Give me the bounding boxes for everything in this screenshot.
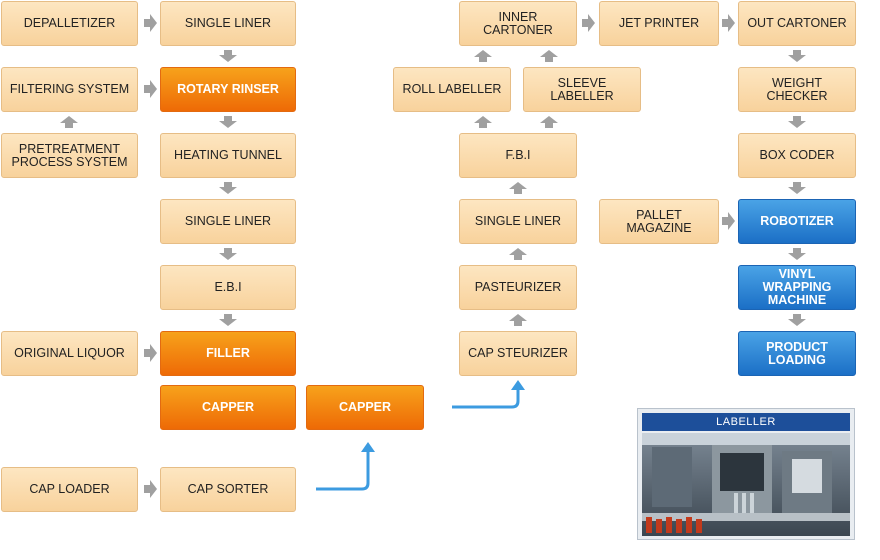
pasteurizer-label: PASTEURIZER <box>474 280 562 294</box>
single-liner-box-1: SINGLE LINER <box>160 1 296 46</box>
arrow-down-icon <box>788 182 806 194</box>
arrow-down-icon <box>219 248 237 260</box>
filtering-system-label: FILTERING SYSTEM <box>9 82 130 96</box>
ebi-label: E.B.I <box>214 280 242 294</box>
pretreatment-box: PRETREATMENT PROCESS SYSTEM <box>1 133 138 178</box>
roll-labeller-box: ROLL LABELLER <box>393 67 511 112</box>
filler-label: FILLER <box>206 346 250 360</box>
cap-sorter-box: CAP SORTER <box>160 467 296 512</box>
arrow-up-icon <box>60 116 78 128</box>
capper-box-2: CAPPER <box>306 385 424 430</box>
arrow-right-icon <box>722 212 735 230</box>
roll-labeller-label: ROLL LABELLER <box>402 82 502 96</box>
vinyl-wrapping-box: VINYL WRAPPING MACHINE <box>738 265 856 310</box>
arrow-down-icon <box>219 314 237 326</box>
arrow-up-icon <box>511 380 525 390</box>
out-cartoner-box: OUT CARTONER <box>738 1 856 46</box>
box-coder-label: BOX CODER <box>759 148 835 162</box>
out-cartoner-label: OUT CARTONER <box>747 16 847 30</box>
capper-label-1: CAPPER <box>201 400 255 414</box>
inner-cartoner-label: INNER CARTONER <box>483 9 553 37</box>
arrow-right-icon <box>144 80 157 98</box>
cap-sorter-label: CAP SORTER <box>187 482 269 496</box>
arrow-right-icon <box>582 14 595 32</box>
original-liquor-box: ORIGINAL LIQUOR <box>1 331 138 376</box>
single-liner-label-2: SINGLE LINER <box>184 214 272 228</box>
fbi-label: F.B.I <box>505 148 531 162</box>
arrow-down-icon <box>788 116 806 128</box>
product-loading-box: PRODUCT LOADING <box>738 331 856 376</box>
arrow-up-icon <box>474 116 492 128</box>
arrow-up-icon <box>509 248 527 260</box>
fbi-box: F.B.I <box>459 133 577 178</box>
cap-loader-box: CAP LOADER <box>1 467 138 512</box>
cap-steurizer-label: CAP STEURIZER <box>468 346 568 360</box>
heating-tunnel-label: HEATING TUNNEL <box>174 148 282 162</box>
jet-printer-label: JET PRINTER <box>618 16 700 30</box>
cap-sorter-to-capper-line <box>316 450 370 491</box>
photo-title: LABELLER <box>642 413 850 431</box>
arrow-down-icon <box>788 50 806 62</box>
single-liner-box-2: SINGLE LINER <box>160 199 296 244</box>
inner-cartoner-box: INNER CARTONER <box>459 1 577 46</box>
cap-steurizer-box: CAP STEURIZER <box>459 331 577 376</box>
vinyl-wrapping-label: VINYL WRAPPING MACHINE <box>762 267 832 307</box>
arrow-right-icon <box>144 344 157 362</box>
arrow-up-icon <box>509 182 527 194</box>
labeller-photo-panel: LABELLER <box>637 408 855 540</box>
original-liquor-label: ORIGINAL LIQUOR <box>14 346 125 360</box>
rotary-rinser-box: ROTARY RINSER <box>160 67 296 112</box>
labeller-machine-image <box>642 433 850 536</box>
product-loading-label: PRODUCT LOADING <box>766 339 828 367</box>
arrow-up-icon <box>474 50 492 62</box>
arrow-right-icon <box>144 480 157 498</box>
arrow-down-icon <box>219 116 237 128</box>
blue-arrowheads <box>361 380 525 452</box>
rotary-rinser-label: ROTARY RINSER <box>177 82 279 96</box>
pretreatment-label: PRETREATMENT PROCESS SYSTEM <box>11 141 128 169</box>
single-liner-box-3: SINGLE LINER <box>459 199 577 244</box>
filler-box: FILLER <box>160 331 296 376</box>
weight-checker-label: WEIGHT CHECKER <box>766 75 828 103</box>
arrow-up-icon <box>509 314 527 326</box>
arrow-up-icon <box>361 442 375 452</box>
arrow-up-icon <box>540 116 558 128</box>
box-coder-box: BOX CODER <box>738 133 856 178</box>
heating-tunnel-box: HEATING TUNNEL <box>160 133 296 178</box>
sleeve-labeller-box: SLEEVE LABELLER <box>523 67 641 112</box>
robotizer-box: ROBOTIZER <box>738 199 856 244</box>
arrow-right-icon <box>722 14 735 32</box>
cap-loader-label: CAP LOADER <box>29 482 110 496</box>
depalletizer-label: DEPALLETIZER <box>23 16 116 30</box>
capper-label-2: CAPPER <box>338 400 392 414</box>
arrow-up-icon <box>540 50 558 62</box>
sleeve-labeller-label: SLEEVE LABELLER <box>550 75 614 103</box>
depalletizer-box: DEPALLETIZER <box>1 1 138 46</box>
pallet-magazine-box: PALLET MAGAZINE <box>599 199 719 244</box>
capper-box-1: CAPPER <box>160 385 296 430</box>
weight-checker-box: WEIGHT CHECKER <box>738 67 856 112</box>
pasteurizer-box: PASTEURIZER <box>459 265 577 310</box>
arrow-right-icon <box>144 14 157 32</box>
arrow-down-icon <box>219 50 237 62</box>
ebi-box: E.B.I <box>160 265 296 310</box>
single-liner-label-3: SINGLE LINER <box>474 214 562 228</box>
arrow-down-icon <box>788 314 806 326</box>
arrow-down-icon <box>219 182 237 194</box>
pallet-magazine-label: PALLET MAGAZINE <box>626 207 692 235</box>
robotizer-label: ROBOTIZER <box>760 214 834 228</box>
filtering-system-box: FILTERING SYSTEM <box>1 67 138 112</box>
gray-arrows <box>60 14 806 498</box>
arrow-down-icon <box>788 248 806 260</box>
blue-connectors <box>316 388 520 491</box>
capper-to-cap-steurizer-line <box>452 388 520 409</box>
jet-printer-box: JET PRINTER <box>599 1 719 46</box>
single-liner-label-1: SINGLE LINER <box>184 16 272 30</box>
